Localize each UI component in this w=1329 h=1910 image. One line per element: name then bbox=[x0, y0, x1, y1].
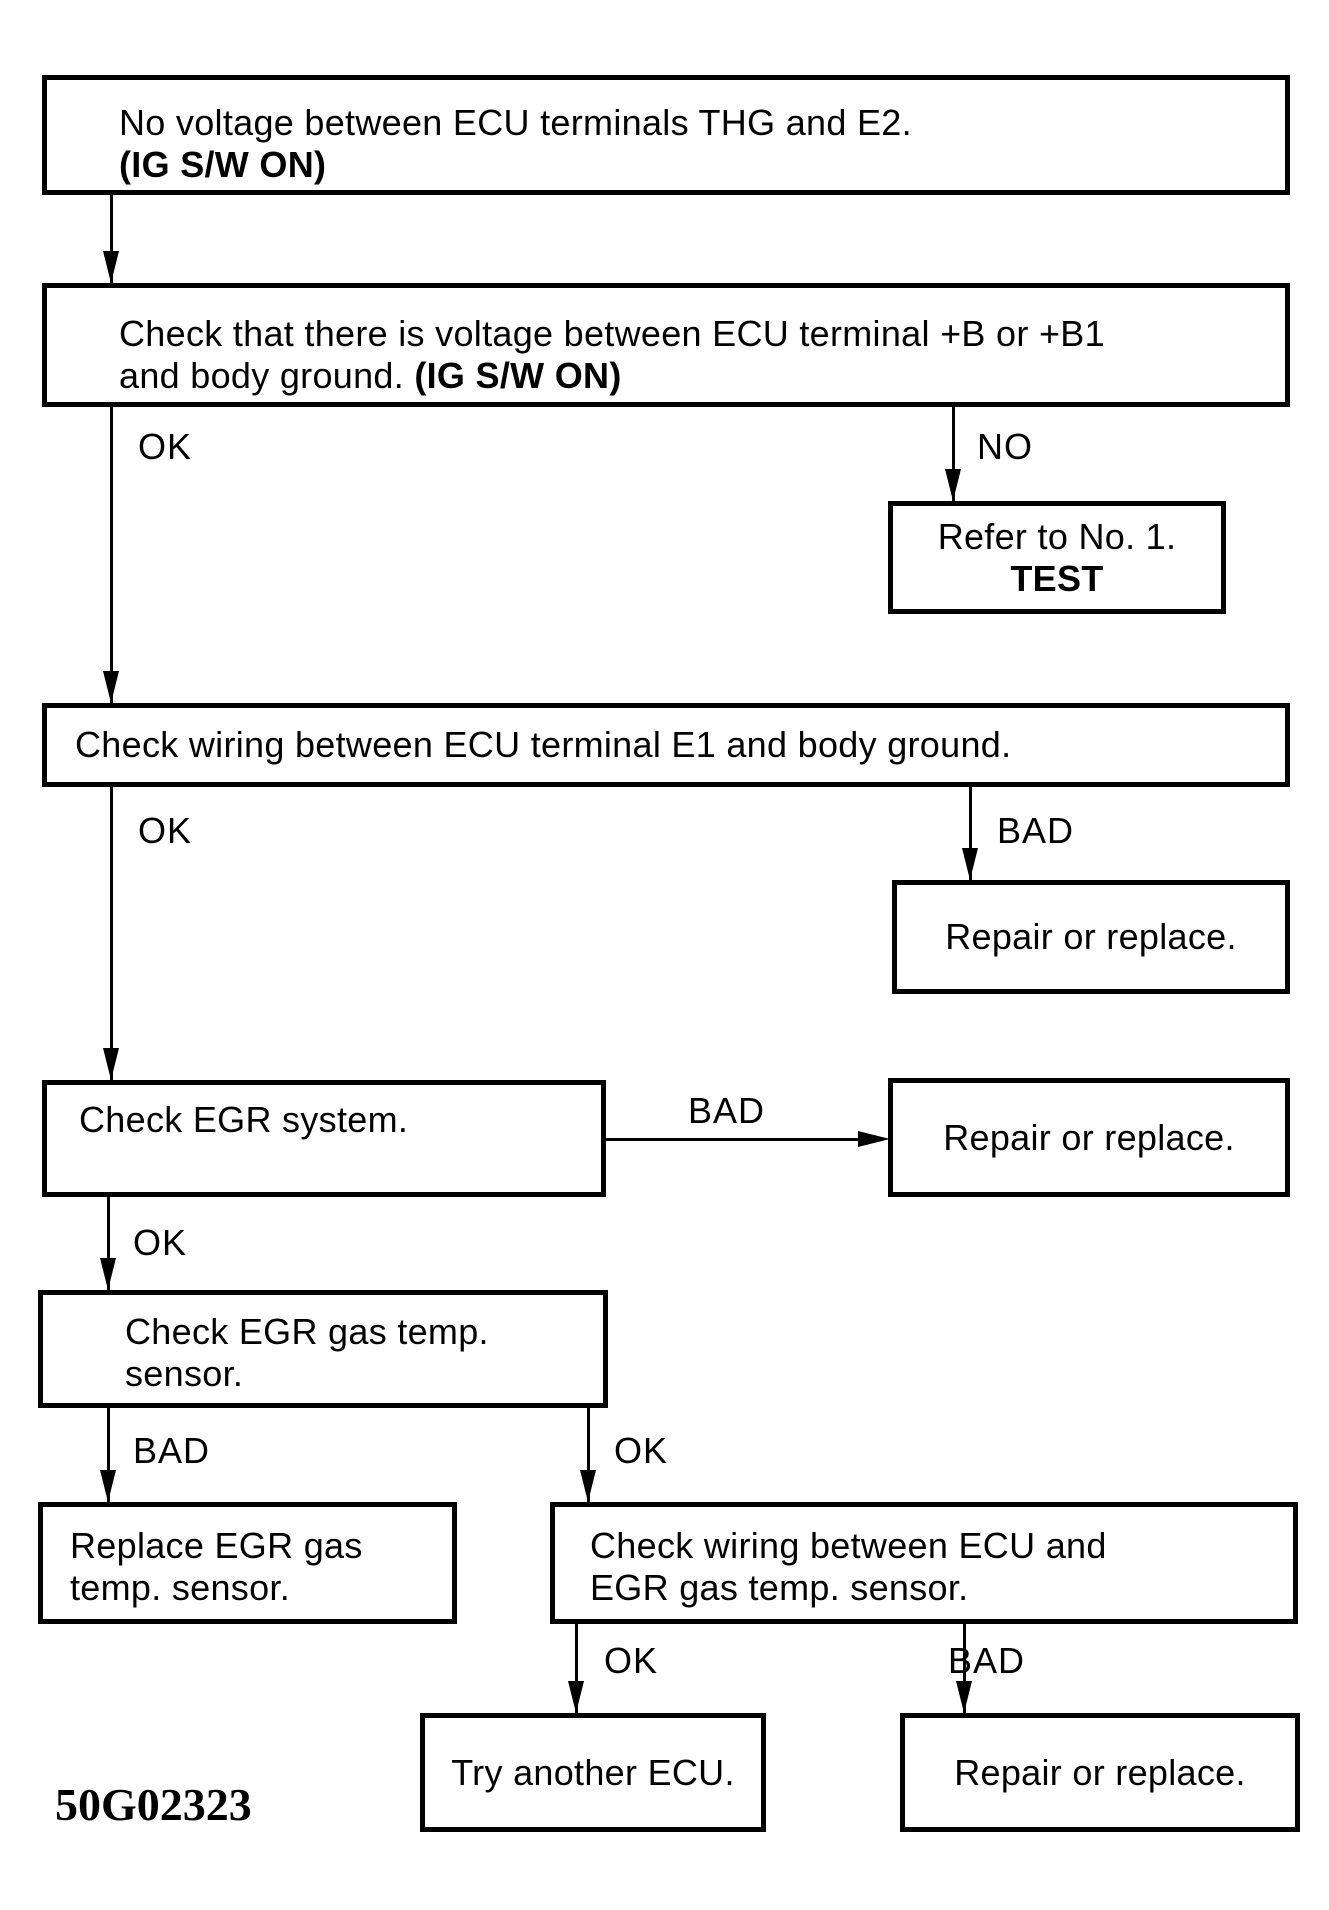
connector-check-voltage-ok bbox=[110, 407, 113, 703]
node-text-line-bold: (IG S/W ON) bbox=[119, 144, 327, 185]
connector-check-wiring-e1-bad bbox=[969, 787, 972, 880]
branch-label-bad: BAD bbox=[948, 1640, 1026, 1681]
arrowhead-down-icon bbox=[580, 1470, 596, 1502]
flowchart-node-no-voltage: No voltage between ECU terminals THG and… bbox=[42, 75, 1290, 195]
flowchart-node-check-egr-gas-temp-sensor: Check EGR gas temp. sensor. bbox=[38, 1290, 608, 1408]
arrowhead-down-icon bbox=[568, 1681, 584, 1713]
connector-wiring-ecu-egr-bad bbox=[963, 1624, 966, 1713]
node-text-line: Repair or replace. bbox=[945, 916, 1237, 957]
node-text-line: Replace EGR gas bbox=[70, 1525, 363, 1566]
arrowhead-down-icon bbox=[103, 671, 119, 703]
arrowhead-down-icon bbox=[103, 251, 119, 283]
arrowhead-down-icon bbox=[956, 1681, 972, 1713]
arrowhead-down-icon bbox=[103, 1048, 119, 1080]
arrowhead-down-icon bbox=[100, 1258, 116, 1290]
node-text-line: No voltage between ECU terminals THG and… bbox=[119, 102, 912, 143]
node-text-line: and body ground. (IG S/W ON) bbox=[119, 355, 1265, 397]
node-text-line: sensor. bbox=[125, 1353, 244, 1394]
connector-egr-sensor-ok bbox=[587, 1408, 590, 1502]
connector-check-egr-system-bad bbox=[605, 1138, 860, 1141]
node-text-line: Check that there is voltage between ECU … bbox=[119, 313, 1105, 354]
node-text-line: Repair or replace. bbox=[943, 1116, 1235, 1158]
flowchart-node-repair-replace-3: Repair or replace. bbox=[900, 1713, 1300, 1832]
node-text-line: Repair or replace. bbox=[954, 1751, 1246, 1793]
flowchart-node-try-another-ecu: Try another ECU. bbox=[420, 1713, 766, 1832]
branch-label-ok: OK bbox=[614, 1430, 669, 1471]
flowchart-node-replace-egr-gas-temp-sensor: Replace EGR gas temp. sensor. bbox=[38, 1502, 457, 1624]
node-text-line: Check wiring between ECU terminal E1 and… bbox=[75, 724, 1012, 765]
branch-label-ok: OK bbox=[133, 1222, 188, 1263]
branch-label-bad: BAD bbox=[997, 810, 1075, 851]
connector-wiring-ecu-egr-ok bbox=[575, 1624, 578, 1713]
flowchart-node-check-wiring-ecu-egr: Check wiring between ECU and EGR gas tem… bbox=[550, 1502, 1298, 1624]
node-text-part: and body ground. bbox=[119, 355, 415, 396]
node-text-line: Check EGR system. bbox=[79, 1099, 409, 1140]
connector-start-to-check-voltage bbox=[110, 195, 113, 283]
figure-code: 50G02323 bbox=[55, 1779, 252, 1830]
connector-check-voltage-no bbox=[952, 407, 955, 501]
flowchart-node-repair-replace-1: Repair or replace. bbox=[892, 880, 1290, 994]
node-text-line: EGR gas temp. sensor. bbox=[590, 1567, 969, 1608]
flowchart-node-repair-replace-2: Repair or replace. bbox=[888, 1078, 1290, 1197]
arrowhead-down-icon bbox=[100, 1470, 116, 1502]
arrowhead-down-icon bbox=[962, 848, 978, 880]
branch-label-bad: BAD bbox=[688, 1090, 766, 1131]
connector-check-egr-system-ok bbox=[107, 1197, 110, 1290]
flowchart-node-check-voltage: Check that there is voltage between ECU … bbox=[42, 283, 1290, 407]
node-text-line: temp. sensor. bbox=[70, 1567, 291, 1608]
branch-label-ok: OK bbox=[138, 810, 193, 851]
flowchart-node-check-wiring-e1: Check wiring between ECU terminal E1 and… bbox=[42, 703, 1290, 787]
arrowhead-down-icon bbox=[945, 469, 961, 501]
connector-check-wiring-e1-ok bbox=[110, 787, 113, 1080]
arrowhead-right-icon bbox=[858, 1131, 890, 1147]
connector-egr-sensor-bad bbox=[107, 1408, 110, 1502]
node-text-line-bold: TEST bbox=[1010, 557, 1104, 599]
flowchart-node-check-egr-system: Check EGR system. bbox=[42, 1080, 606, 1197]
branch-label-ok: OK bbox=[138, 426, 193, 467]
branch-label-no: NO bbox=[977, 426, 1033, 467]
node-text-line: Refer to No. 1. bbox=[937, 515, 1177, 557]
node-text-line: Try another ECU. bbox=[451, 1751, 735, 1793]
node-text-line: Check wiring between ECU and bbox=[590, 1525, 1107, 1566]
branch-label-bad: BAD bbox=[133, 1430, 211, 1471]
node-text-part-bold: (IG S/W ON) bbox=[414, 355, 622, 396]
branch-label-ok: OK bbox=[604, 1640, 659, 1681]
flowchart-node-refer-test: Refer to No. 1. TEST bbox=[888, 501, 1226, 614]
node-text-line: Check EGR gas temp. bbox=[125, 1311, 489, 1352]
